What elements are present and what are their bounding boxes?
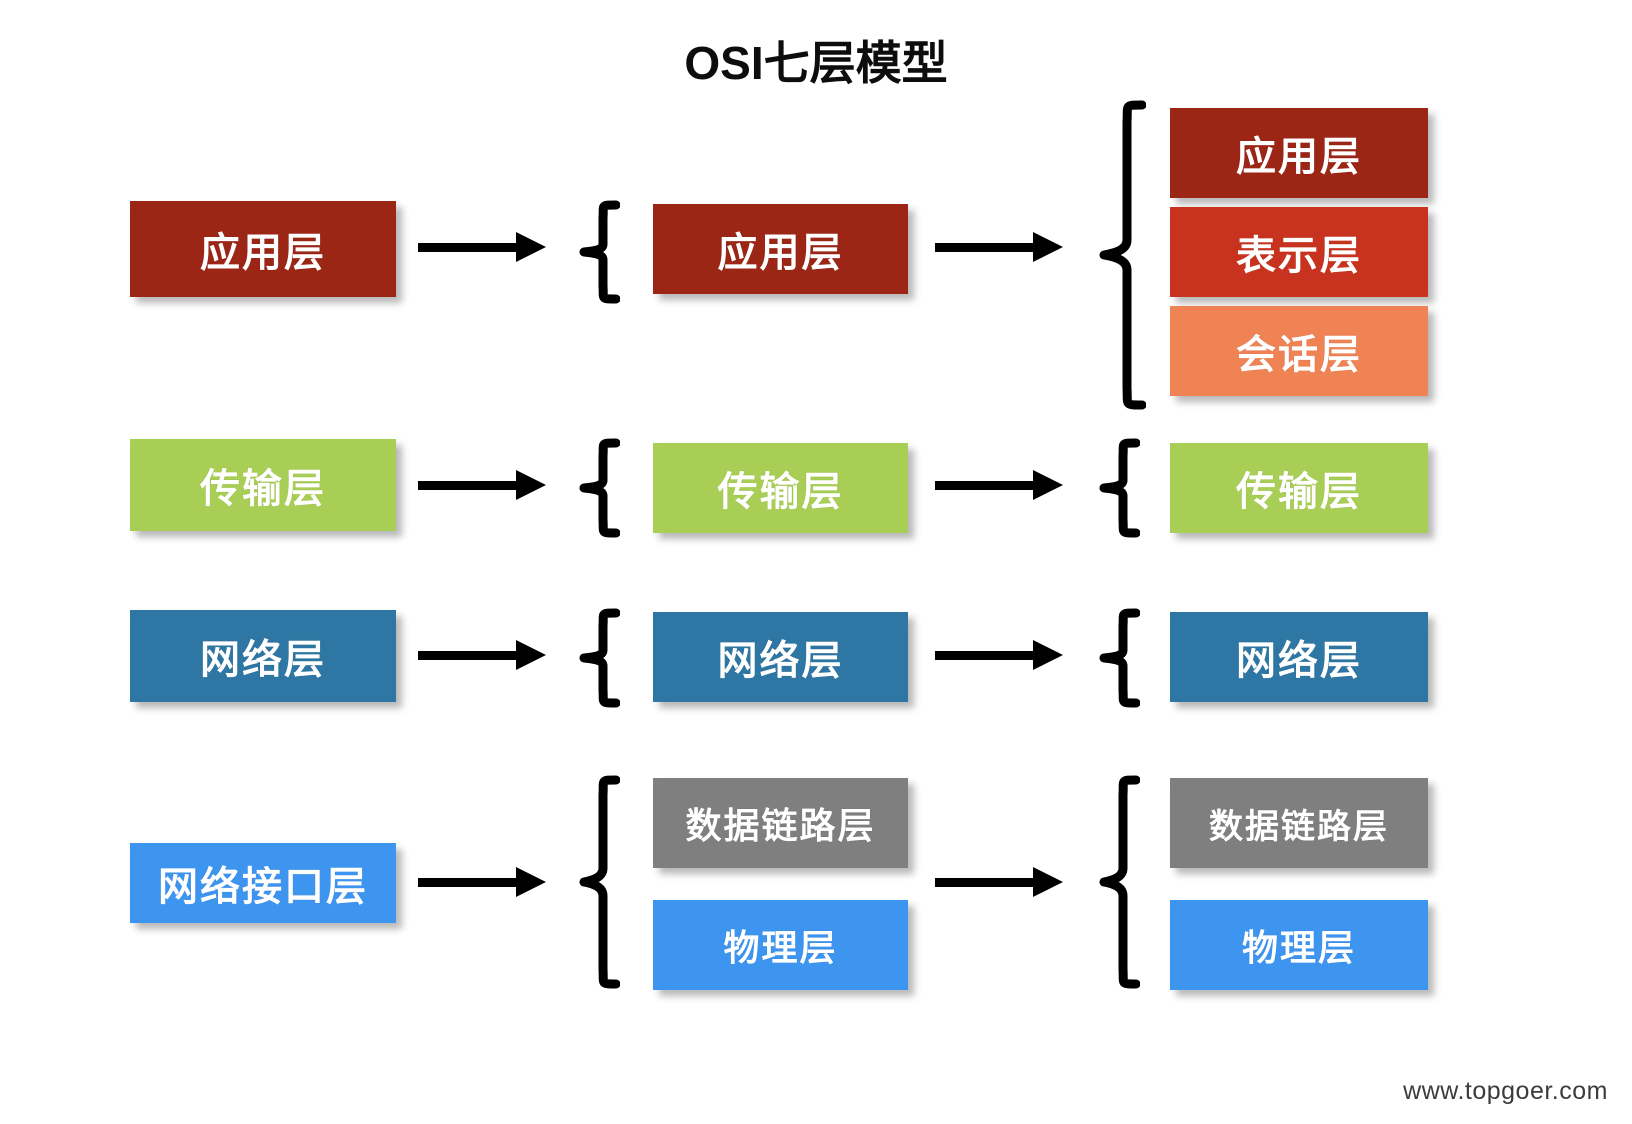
layer-box-c1-network: 网络层 — [130, 610, 396, 702]
brace-c2-application — [578, 200, 620, 304]
brace-c3-upper — [1098, 100, 1146, 410]
layer-box-c1-application: 应用层 — [130, 201, 396, 297]
layer-box-c1-network-interface: 网络接口层 — [130, 843, 396, 923]
brace-c2-link-physical — [578, 775, 620, 990]
layer-box-c3-physical: 物理层 — [1170, 900, 1428, 990]
layer-box-c2-network: 网络层 — [653, 612, 908, 702]
brace-c3-link-physical — [1098, 775, 1140, 990]
layer-box-c3-datalink: 数据链路层 — [1170, 778, 1428, 868]
arrow-transport-1 — [418, 470, 546, 500]
layer-box-c3-transport: 传输层 — [1170, 443, 1428, 533]
arrow-network-1 — [418, 640, 546, 670]
layer-box-c3-application: 应用层 — [1170, 108, 1428, 198]
watermark: www.topgoer.com — [1403, 1077, 1608, 1105]
layer-box-c2-physical: 物理层 — [653, 900, 908, 990]
page-title: OSI七层模型 — [684, 37, 948, 89]
arrow-interface-2 — [935, 867, 1063, 897]
arrow-transport-2 — [935, 470, 1063, 500]
arrow-app-2 — [935, 232, 1063, 262]
layer-box-c1-transport: 传输层 — [130, 439, 396, 531]
layer-box-c3-network: 网络层 — [1170, 612, 1428, 702]
arrow-app-1 — [418, 232, 546, 262]
brace-c3-network — [1098, 608, 1140, 708]
layer-box-c2-application: 应用层 — [653, 204, 908, 294]
arrow-network-2 — [935, 640, 1063, 670]
brace-c2-network — [578, 608, 620, 708]
layer-box-c3-presentation: 表示层 — [1170, 207, 1428, 297]
layer-box-c2-datalink: 数据链路层 — [653, 778, 908, 868]
brace-c3-transport — [1098, 438, 1140, 538]
brace-c2-transport — [578, 438, 620, 538]
arrow-interface-1 — [418, 867, 546, 897]
layer-box-c2-transport: 传输层 — [653, 443, 908, 533]
layer-box-c3-session: 会话层 — [1170, 306, 1428, 396]
